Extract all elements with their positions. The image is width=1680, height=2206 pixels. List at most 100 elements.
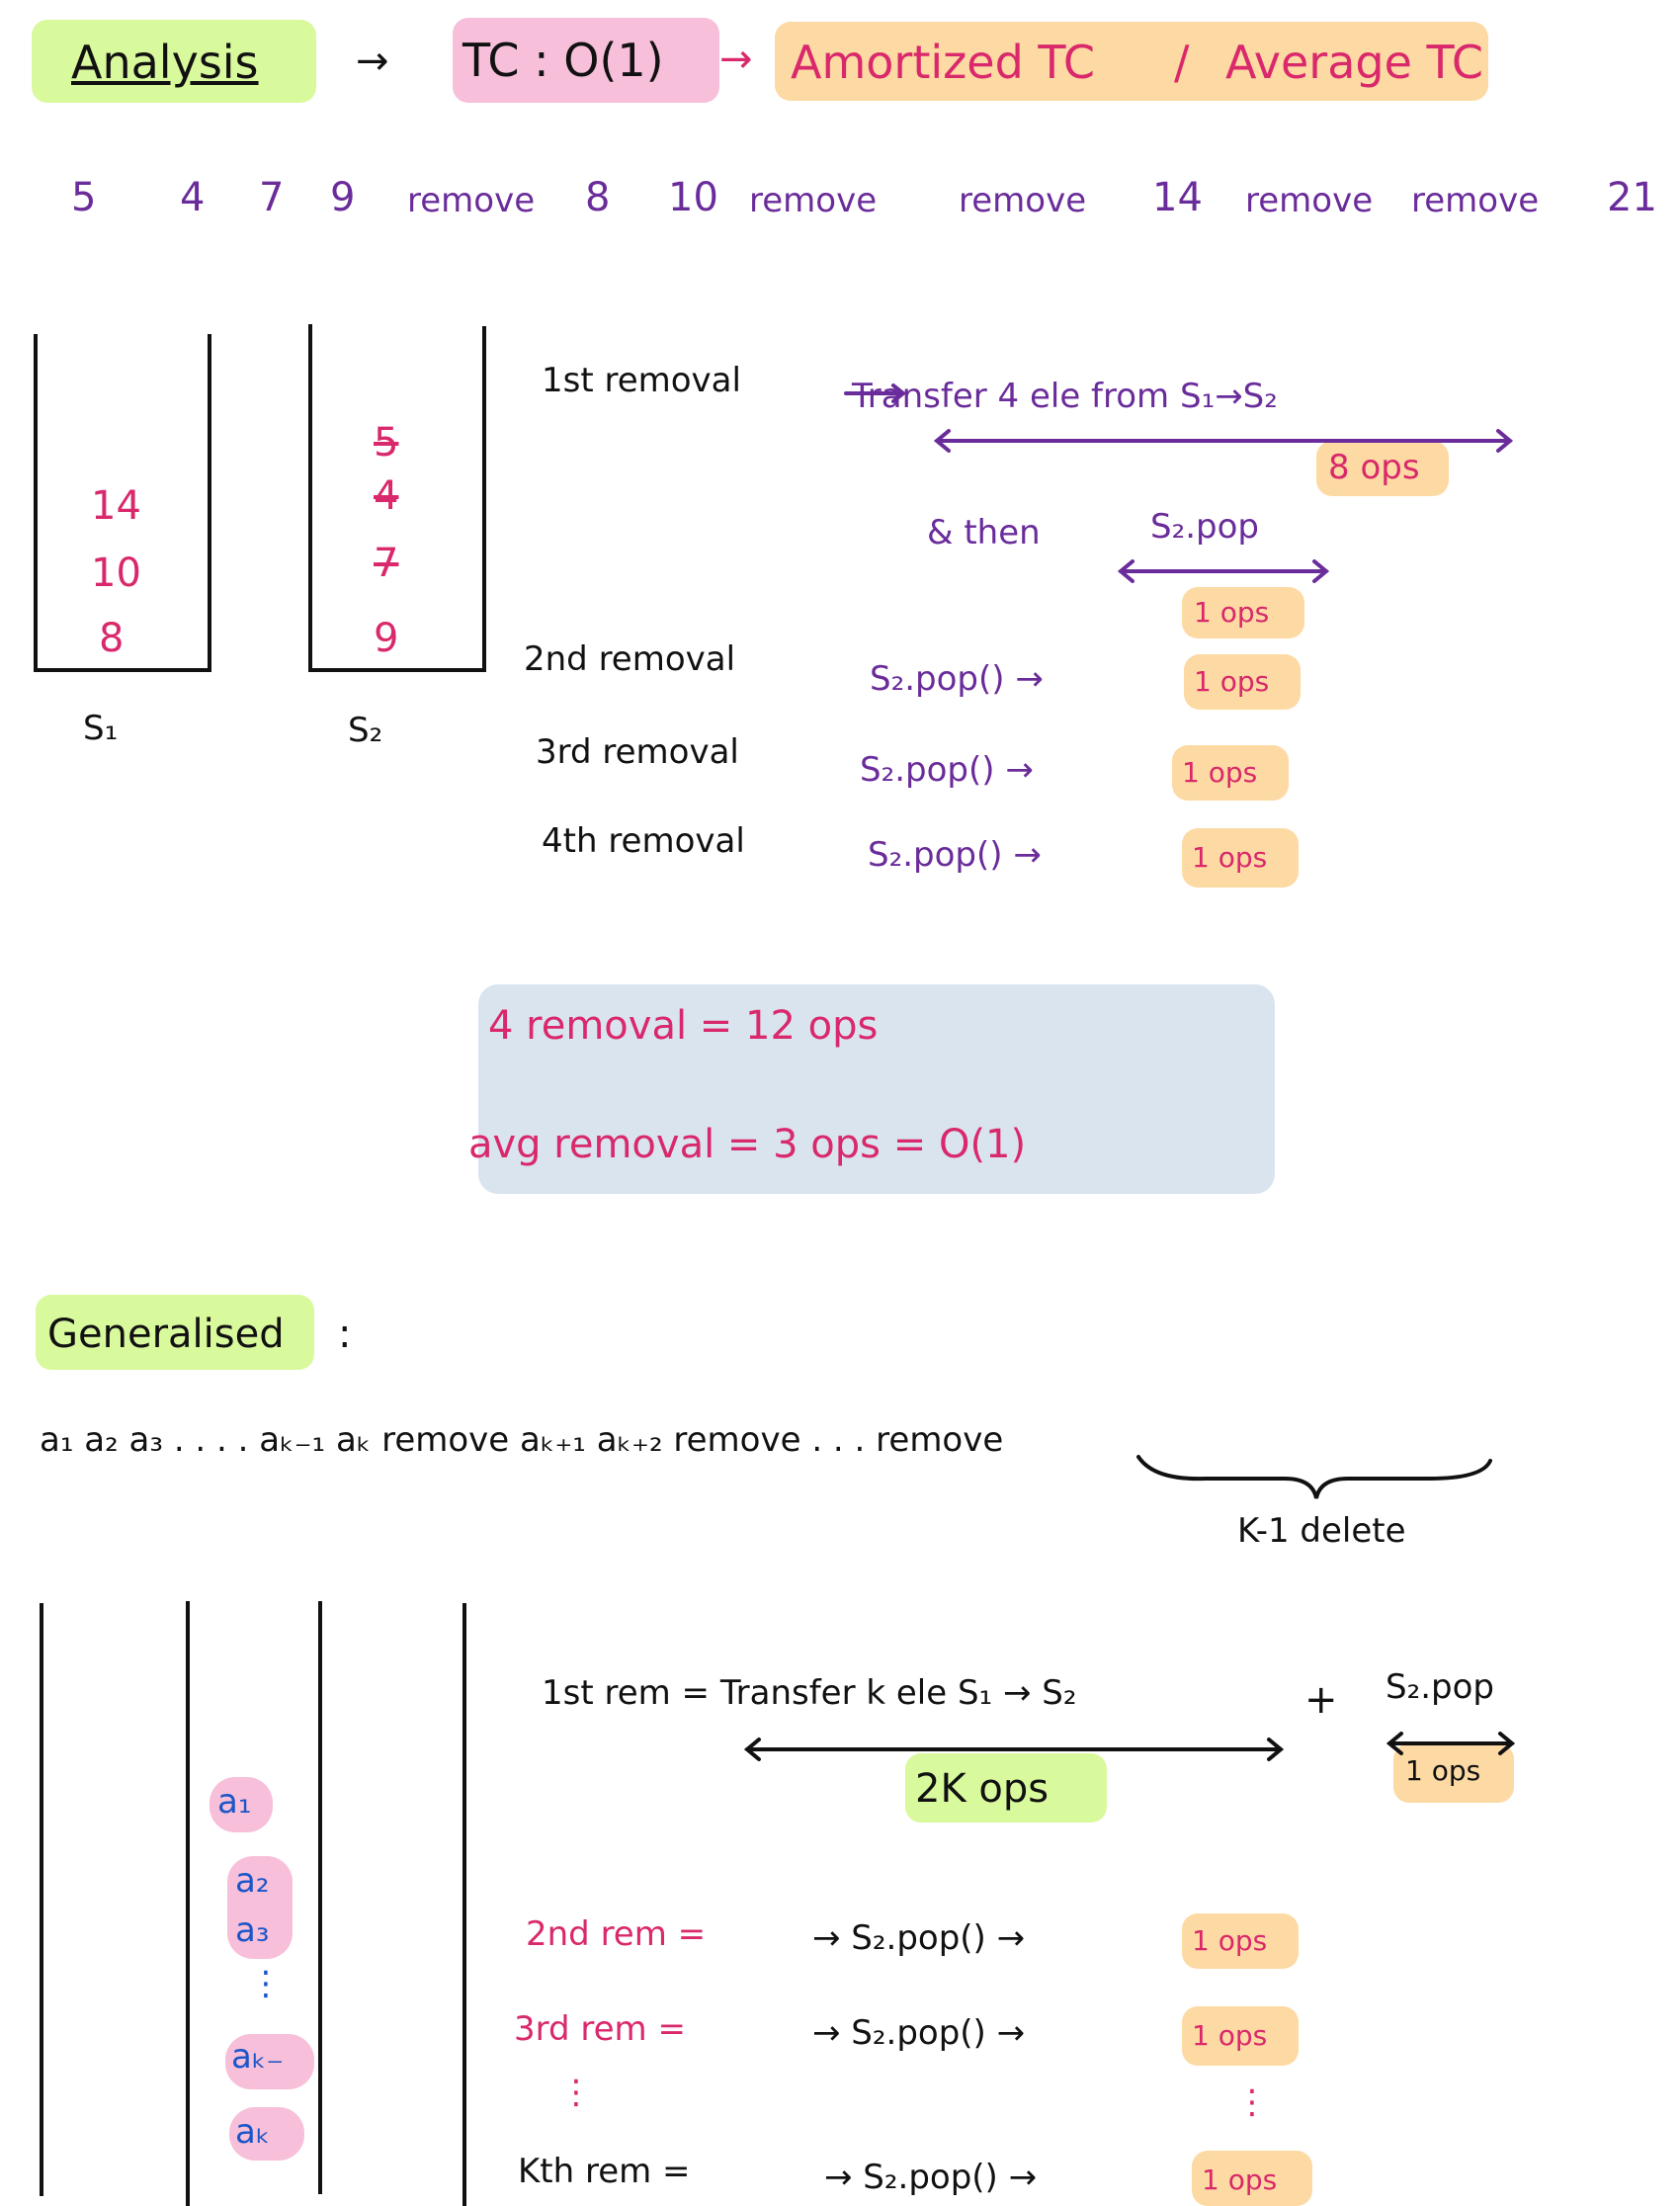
ops1-highlight <box>1182 828 1299 888</box>
seq-item: 9 <box>330 175 356 220</box>
double-arrow-pop <box>1117 559 1330 583</box>
seq-item: 10 <box>668 175 718 220</box>
transfer-text: Transfer 4 ele from S₁→S₂ <box>852 377 1278 416</box>
sequence-row: 5 4 7 9 remove 8 10 remove remove 14 rem… <box>71 175 1657 237</box>
s1-label: S₁ <box>83 709 119 748</box>
s1-stack-right-wall <box>208 334 211 672</box>
s2-item-struck: 7 <box>374 541 399 586</box>
g-s1-stack-right-wall <box>186 1601 190 2206</box>
dots-right: ⋮ <box>1235 2082 1269 2122</box>
ops1-highlight <box>1182 587 1304 638</box>
seq-item: remove <box>407 181 536 220</box>
double-arrow-2k <box>743 1738 1285 1761</box>
g-s1-stack-left-wall <box>40 1603 43 2196</box>
ops2k-label: 2K ops <box>915 1766 1050 1812</box>
ops1-highlight <box>1182 1913 1299 1969</box>
arrow-right-icon: → <box>356 39 389 84</box>
seq-item: remove <box>1411 181 1540 220</box>
ops1-label: 1 ops <box>1202 2164 1278 2196</box>
analysis-highlight <box>32 20 316 103</box>
stack-item: a₁ <box>217 1782 252 1822</box>
tc-label: TC : O(1) <box>462 34 664 87</box>
removal-1-label: 1st removal <box>542 361 741 400</box>
arrow-right-icon: → <box>719 37 753 82</box>
seq-item: remove <box>749 181 878 220</box>
removal-2-label: 2nd removal <box>524 639 736 679</box>
s2-label: S₂ <box>348 711 383 750</box>
summary-line-1: 4 removal = 12 ops <box>488 1003 879 1049</box>
s1-stack-left-wall <box>34 334 38 670</box>
s1-item: 10 <box>91 551 141 596</box>
generalised-colon: : <box>338 1312 352 1357</box>
k1-delete-label: K-1 delete <box>1237 1511 1406 1551</box>
ops1-label: 1 ops <box>1192 1924 1268 1957</box>
ops1-highlight <box>1192 2151 1312 2206</box>
s1-item: 14 <box>91 483 141 529</box>
s2pop-label: S₂.pop <box>1386 1667 1494 1707</box>
rem2-text: 2nd rem = <box>526 1914 707 1954</box>
pop-call: → S₂.pop() → <box>812 1918 1026 1958</box>
ops1-highlight <box>1172 745 1289 801</box>
s2-stack-left-wall <box>308 324 312 670</box>
average-label: Average TC <box>1225 36 1484 89</box>
ops1-label: 1 ops <box>1182 756 1258 789</box>
ops8-label: 8 ops <box>1328 448 1420 487</box>
ops8-highlight <box>1316 441 1449 496</box>
pop-call: S₂.pop() → <box>860 750 1034 790</box>
seq-item: 4 <box>180 175 206 220</box>
stack-item: aₖ₋ <box>231 2037 285 2077</box>
pop-call: S₂.pop() → <box>870 659 1044 699</box>
stack-item-pill <box>210 1777 273 1832</box>
stack-item: ⋮ <box>249 1964 283 2003</box>
amortized-label: Amortized TC <box>791 36 1095 89</box>
and-then-label: & then <box>927 513 1041 552</box>
seq-item: 7 <box>259 175 285 220</box>
amortized-highlight <box>775 22 1488 101</box>
s2-item: 9 <box>374 616 399 661</box>
brace-k1 <box>1136 1455 1492 1499</box>
s2-stack-bottom <box>308 668 486 672</box>
removal-4-label: 4th removal <box>542 821 745 861</box>
stack-item-pill <box>225 2034 314 2089</box>
pop-call: → S₂.pop() → <box>824 2158 1038 2197</box>
seq-item: 5 <box>71 175 97 220</box>
pop-call: → S₂.pop() → <box>812 2013 1026 2053</box>
s2-item-struck: 4 <box>374 473 399 519</box>
summary-box <box>478 984 1275 1194</box>
rem3-text: 3rd rem = <box>514 2009 686 2049</box>
generalised-highlight <box>36 1295 314 1370</box>
plus-sign: + <box>1304 1677 1338 1723</box>
s1-stack-bottom <box>34 668 211 672</box>
stack-item: a₂ <box>235 1861 270 1901</box>
s2-stack-right-wall <box>482 326 486 672</box>
seq-item: 21 <box>1607 175 1657 220</box>
stack-item-pill <box>229 2107 304 2161</box>
general-sequence: a₁ a₂ a₃ . . . . aₖ₋₁ aₖ remove aₖ₊₁ aₖ₊… <box>40 1420 1004 1460</box>
transfer-arrow <box>844 383 907 403</box>
g-s2-stack-right-wall <box>462 1603 466 2206</box>
seq-item: 8 <box>585 175 611 220</box>
pop-call: S₂.pop() → <box>868 835 1042 875</box>
s1-item: 8 <box>99 616 125 661</box>
ops1-highlight <box>1393 1743 1514 1803</box>
double-arrow-8ops <box>933 429 1514 453</box>
removal-3-label: 3rd removal <box>536 732 739 772</box>
ops1-highlight <box>1182 2006 1299 2066</box>
seq-item: remove <box>1245 181 1374 220</box>
stack-item: aₖ <box>235 2112 271 2152</box>
stack-item: a₃ <box>235 1910 270 1950</box>
stack-item-pill <box>227 1856 293 1959</box>
remk-text: Kth rem = <box>518 2152 691 2191</box>
seq-item: 14 <box>1152 175 1203 220</box>
generalised-heading: Generalised <box>47 1312 285 1357</box>
slash-separator: / <box>1174 36 1190 89</box>
ops1-label: 1 ops <box>1192 841 1268 874</box>
summary-line-2: avg removal = 3 ops = O(1) <box>468 1122 1027 1167</box>
g-s2-stack-left-wall <box>318 1601 322 2194</box>
analysis-heading: Analysis <box>71 36 259 89</box>
s2pop-label: S₂.pop <box>1150 507 1259 547</box>
double-arrow-s2pop <box>1386 1732 1516 1755</box>
seq-item: remove <box>959 181 1087 220</box>
dots-left: ⋮ <box>559 2073 593 2112</box>
